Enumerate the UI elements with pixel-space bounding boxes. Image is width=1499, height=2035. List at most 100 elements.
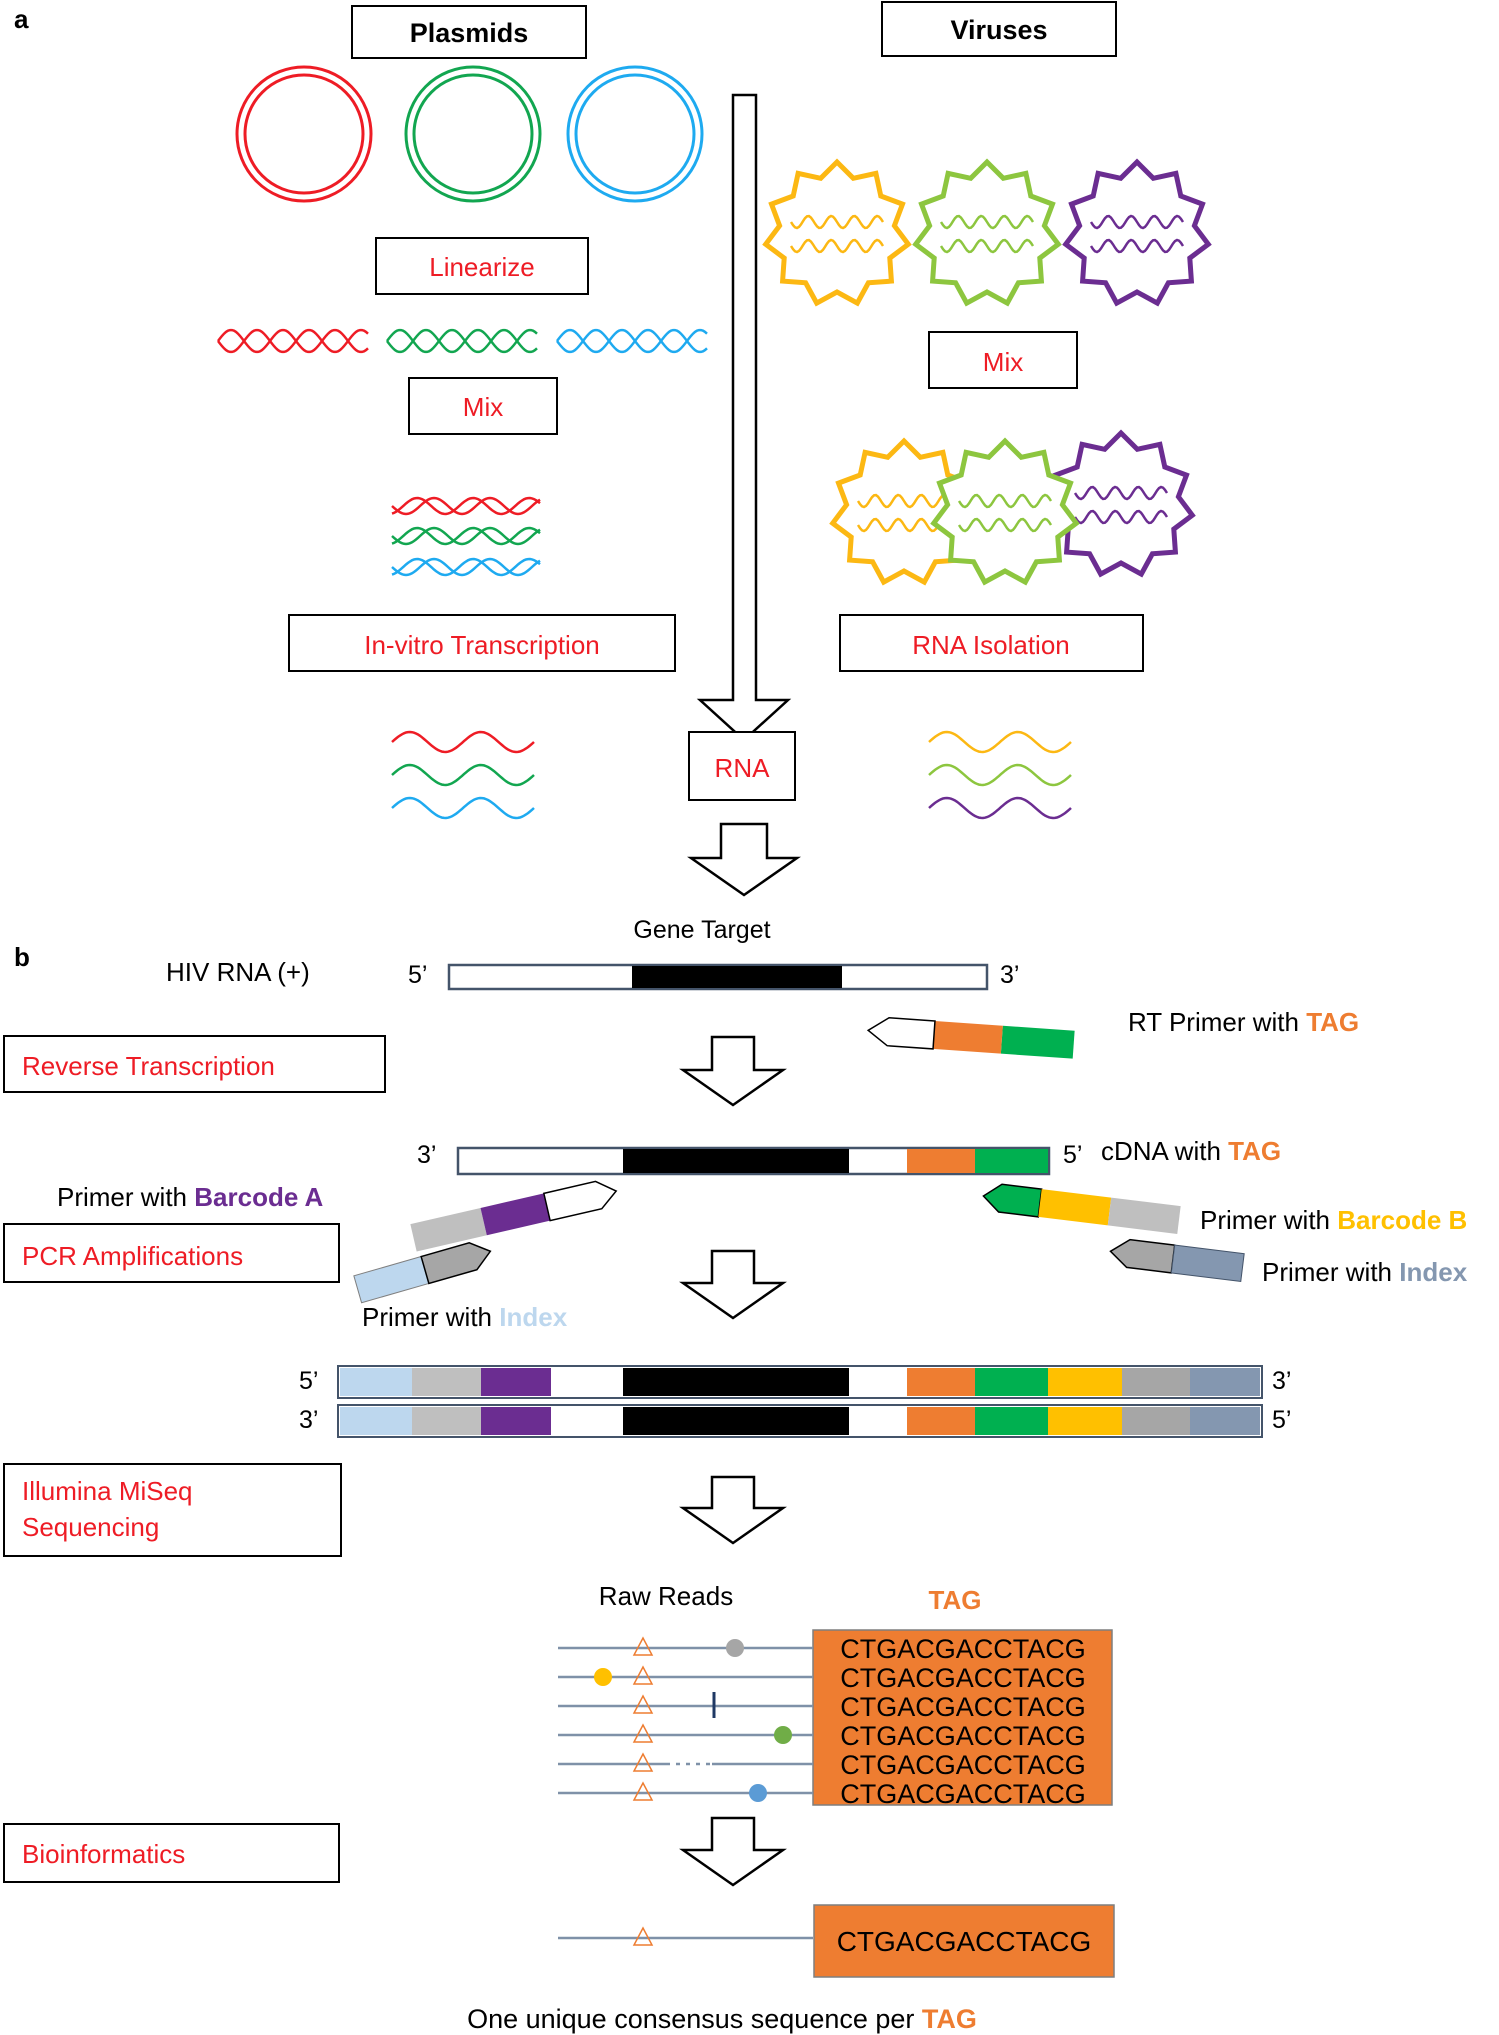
bioinformatics-box xyxy=(3,1823,340,1883)
rt-primer xyxy=(866,1016,1075,1059)
virus-lime xyxy=(912,158,1062,307)
arrow-after-pcr xyxy=(679,1249,787,1320)
read-triangle-1 xyxy=(632,1665,654,1685)
consensus-triangle xyxy=(632,1926,654,1946)
primer-barcode-a-label: Primer with Barcode A xyxy=(57,1182,324,1212)
variant-dot-green xyxy=(774,1726,792,1744)
amplicon-top-three-prime: 3’ xyxy=(1272,1367,1291,1395)
virus-yellow xyxy=(762,158,912,307)
ampBot-segment-1 xyxy=(412,1407,481,1435)
ampTop-segment-9 xyxy=(1122,1368,1190,1396)
linear-dna-red-a xyxy=(217,328,369,354)
rna-left-group xyxy=(391,730,535,820)
read-tag-sequence-1: CTGACGACCTACG xyxy=(840,1663,1086,1693)
ampTop-segment-5 xyxy=(849,1368,907,1396)
hiv-rna-label: HIV RNA (+) xyxy=(166,957,310,987)
ampTop-segment-3 xyxy=(551,1368,623,1396)
linear-dna-green-b xyxy=(386,328,538,354)
amplicon-top-five-prime: 5’ xyxy=(299,1367,318,1395)
raw-reads-group: CTGACGACCTACGCTGACGACCTACGCTGACGACCTACGC… xyxy=(558,1634,1086,1809)
hiv-three-prime: 3’ xyxy=(1000,961,1019,989)
variant-dot-gray xyxy=(726,1639,744,1657)
rna-left-blue xyxy=(391,796,535,820)
amplicon-top-strand xyxy=(337,1365,1263,1399)
linear-dna-group xyxy=(217,328,708,354)
bioinformatics-label: Bioinformatics xyxy=(22,1839,185,1869)
ampBot-segment-6 xyxy=(907,1407,975,1435)
rna-right-group xyxy=(928,730,1072,820)
read-triangle-2 xyxy=(632,1694,654,1714)
raw-reads-label: Raw Reads xyxy=(599,1581,733,1611)
linearize-box xyxy=(375,237,589,295)
read-triangle-4 xyxy=(632,1752,654,1772)
mixed-dna-green-b xyxy=(391,526,541,546)
ampTop-segment-0 xyxy=(340,1368,412,1396)
read-triangle-3 xyxy=(632,1723,654,1743)
ampTop-segment-4 xyxy=(623,1368,849,1396)
mixed-dna-green-a xyxy=(391,526,541,546)
ampTop-outline xyxy=(337,1365,1263,1399)
rna-box xyxy=(688,731,796,801)
consensus-tag-block xyxy=(813,1904,1115,1978)
linear-dna-blue-b xyxy=(556,328,708,354)
plasmids-box xyxy=(351,5,587,59)
illumina-label-line1: Illumina MiSeq xyxy=(22,1476,193,1506)
panel-a-label: a xyxy=(14,4,29,34)
primer-index-right-label: Primer with Index xyxy=(1262,1257,1468,1287)
virus-group-mixed xyxy=(829,429,1196,586)
rna-right-yellow xyxy=(928,730,1072,754)
read-tag-sequence-4: CTGACGACCTACG xyxy=(840,1750,1086,1780)
reverse-transcription-box xyxy=(3,1035,386,1093)
gene-target-region xyxy=(632,966,842,988)
arrow-after-reads xyxy=(679,1816,787,1887)
mix-right-box xyxy=(928,331,1078,389)
ampBot-segment-0 xyxy=(340,1407,412,1435)
viruses-label: Viruses xyxy=(950,15,1047,45)
linear-dna-red-b xyxy=(217,328,369,354)
mixed-dna-group xyxy=(391,496,541,577)
read-tag-sequence-3: CTGACGACCTACG xyxy=(840,1721,1086,1751)
mix-left-label: Mix xyxy=(463,392,503,422)
ivt-box xyxy=(288,614,676,672)
primer-barcode-a xyxy=(410,1180,618,1252)
ampTop-segment-7 xyxy=(975,1368,1048,1396)
rna-label: RNA xyxy=(715,753,771,783)
primer-index-right xyxy=(1109,1238,1245,1282)
reverse-transcription-label: Reverse Transcription xyxy=(22,1051,275,1081)
linear-dna-green-a xyxy=(386,328,538,354)
read-triangle-5 xyxy=(632,1781,654,1801)
cdna-label: cDNA with TAG xyxy=(1101,1136,1281,1166)
cdna-five-prime: 5’ xyxy=(1063,1141,1082,1169)
read-tag-sequence-0: CTGACGACCTACG xyxy=(840,1634,1086,1664)
rna-right-purple xyxy=(928,796,1072,820)
plasmid-blue xyxy=(566,65,704,203)
amplicon-bottom-three-prime: 3’ xyxy=(299,1406,318,1434)
ampTop-segment-2 xyxy=(481,1368,551,1396)
pcr-box xyxy=(3,1223,340,1283)
primer-index-left-label: Primer with Index xyxy=(362,1302,568,1332)
ivt-label: In-vitro Transcription xyxy=(364,630,600,660)
tag-header: TAG xyxy=(929,1585,982,1615)
central-down-arrow xyxy=(696,93,792,742)
variant-dot-yellow xyxy=(594,1668,612,1686)
variant-dot-blue xyxy=(749,1784,767,1802)
arrow-after-sequencing xyxy=(679,1475,787,1545)
mixed-dna-red-a xyxy=(391,496,541,516)
panel-b-label: b xyxy=(14,942,30,972)
arrow-after-rt xyxy=(679,1035,787,1107)
ampBot-segment-4 xyxy=(623,1407,849,1435)
primer-barcode-b-label: Primer with Barcode B xyxy=(1200,1205,1467,1235)
virus-mixed-purple xyxy=(1046,429,1196,578)
read-tag-sequence-2: CTGACGACCTACG xyxy=(840,1692,1086,1722)
mixed-dna-blue-b xyxy=(391,557,541,577)
mixed-dna-blue-a xyxy=(391,557,541,577)
plasmids-label: Plasmids xyxy=(410,18,529,48)
arrow-to-panel-b xyxy=(687,822,801,897)
pcr-label: PCR Amplifications xyxy=(22,1241,243,1271)
consensus-caption: One unique consensus sequence per TAG xyxy=(467,2004,977,2034)
virus-purple xyxy=(1062,158,1212,307)
rt-primer-label: RT Primer with TAG xyxy=(1128,1007,1359,1037)
ampBot-segment-10 xyxy=(1190,1407,1260,1435)
rna-left-green xyxy=(391,763,535,787)
